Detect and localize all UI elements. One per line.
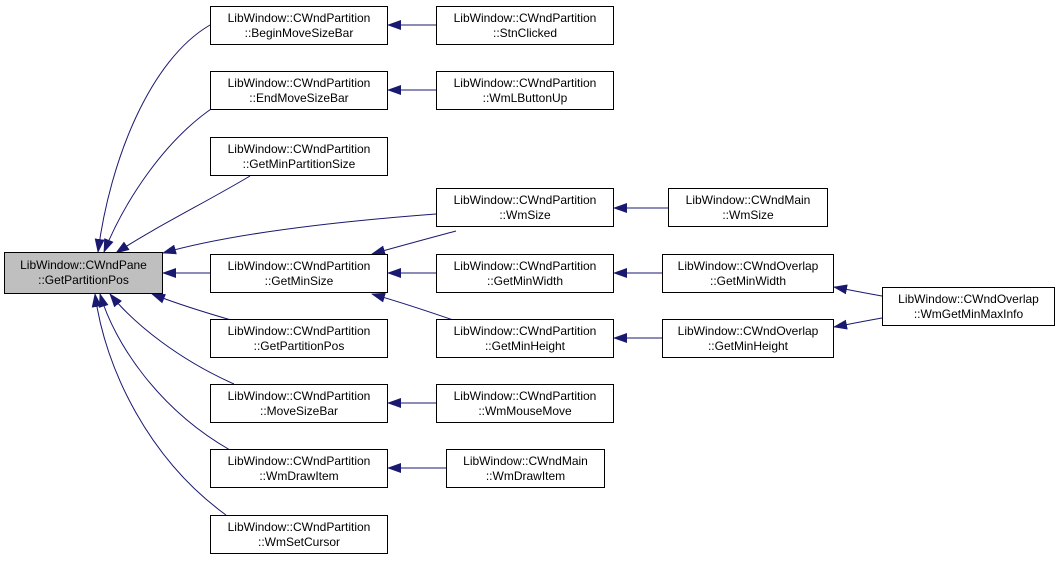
edge-move-size-bar-to-root: [109, 293, 235, 385]
edge-partition-get-min-height-to-get-min-size: [371, 292, 457, 322]
node-get-min-size[interactable]: LibWindow::CWndPartition ::GetMinSize: [210, 254, 388, 293]
node-get-min-partition-size[interactable]: LibWindow::CWndPartition ::GetMinPartiti…: [210, 137, 388, 176]
node-label-class: LibWindow::CWndPartition: [227, 388, 371, 403]
node-move-size-bar[interactable]: LibWindow::CWndPartition ::MoveSizeBar: [210, 384, 388, 423]
node-label-class: LibWindow::CWndPartition: [227, 10, 371, 25]
edge-end-move-size-bar-to-root: [103, 106, 215, 253]
node-label-method: ::GetMinHeight: [707, 338, 789, 353]
node-wm-mouse-move[interactable]: LibWindow::CWndPartition ::WmMouseMove: [436, 384, 614, 423]
node-label-class: LibWindow::CWndOverlap: [677, 258, 819, 273]
node-label-class: LibWindow::CWndPartition: [227, 141, 371, 156]
node-label-class: LibWindow::CWndMain: [463, 453, 588, 468]
node-label-method: ::WmGetMinMaxInfo: [913, 306, 1024, 321]
node-label-class: LibWindow::CWndPartition: [453, 192, 597, 207]
node-label-class: LibWindow::CWndPartition: [227, 519, 371, 534]
node-label-method: ::BeginMoveSizeBar: [244, 25, 354, 40]
node-label-method: ::GetPartitionPos: [38, 273, 129, 287]
node-end-move-size-bar[interactable]: LibWindow::CWndPartition ::EndMoveSizeBa…: [210, 71, 388, 110]
node-partition-get-min-height[interactable]: LibWindow::CWndPartition ::GetMinHeight: [436, 319, 614, 358]
edge-wm-set-cursor-to-root: [91, 293, 227, 516]
edge-partition-wm-draw-item-to-root: [98, 293, 231, 451]
edge-wm-get-min-max-info-to-overlap-get-min-width: [833, 284, 883, 297]
edge-wm-get-min-max-info-to-overlap-get-min-height: [833, 317, 883, 330]
node-begin-move-size-bar[interactable]: LibWindow::CWndPartition ::BeginMoveSize…: [210, 6, 388, 45]
node-label-method: ::StnClicked: [492, 25, 558, 40]
edge-get-min-partition-size-to-root: [115, 175, 251, 254]
node-label-method: ::WmMouseMove: [478, 403, 572, 418]
node-label-class: LibWindow::CWndPartition: [453, 388, 597, 403]
node-label-class: LibWindow::CWndPartition: [227, 75, 371, 90]
node-partition-get-partition-pos[interactable]: LibWindow::CWndPartition ::GetPartitionP…: [210, 319, 388, 358]
node-label-class: LibWindow::CWndPartition: [227, 453, 371, 468]
node-label-method: ::WmDrawItem: [259, 468, 339, 483]
node-label-method: ::GetMinPartitionSize: [242, 156, 356, 171]
node-label-method: ::GetMinWidth: [486, 273, 564, 288]
edge-partition-get-partition-pos-to-root: [151, 293, 239, 323]
node-label-class: LibWindow::CWndPartition: [453, 75, 597, 90]
node-label-class: LibWindow::CWndOverlap: [898, 291, 1039, 306]
node-overlap-get-min-height[interactable]: LibWindow::CWndOverlap ::GetMinHeight: [662, 319, 834, 358]
node-label-class: LibWindow::CWndPartition: [453, 323, 597, 338]
node-label-method: ::GetMinWidth: [709, 273, 787, 288]
node-stn-clicked[interactable]: LibWindow::CWndPartition ::StnClicked: [436, 6, 614, 45]
node-root[interactable]: LibWindow::CWndPane ::GetPartitionPos: [4, 252, 163, 294]
node-overlap-wm-get-min-max-info[interactable]: LibWindow::CWndOverlap ::WmGetMinMaxInfo: [882, 287, 1055, 326]
node-label-method: ::WmDrawItem: [485, 468, 566, 483]
node-label-method: ::WmSetCursor: [257, 534, 340, 549]
node-label-method: ::EndMoveSizeBar: [249, 90, 349, 105]
node-overlap-get-min-width[interactable]: LibWindow::CWndOverlap ::GetMinWidth: [662, 254, 834, 293]
node-partition-get-min-width[interactable]: LibWindow::CWndPartition ::GetMinWidth: [436, 254, 614, 293]
node-label-method: ::GetPartitionPos: [253, 338, 345, 353]
node-partition-wm-size[interactable]: LibWindow::CWndPartition ::WmSize: [436, 188, 614, 227]
node-label-class: LibWindow::CWndPartition: [227, 258, 371, 273]
node-label-method: ::WmSize: [499, 207, 551, 222]
node-main-wm-size[interactable]: LibWindow::CWndMain ::WmSize: [668, 188, 828, 227]
node-label-class: LibWindow::CWndPartition: [453, 258, 597, 273]
node-label-method: ::GetMinSize: [264, 273, 334, 288]
node-label-method: ::WmLButtonUp: [482, 90, 568, 105]
edge-partition-wm-size-to-root: [162, 213, 437, 255]
node-label-method: ::MoveSizeBar: [259, 403, 339, 418]
node-label-method: ::WmSize: [722, 207, 774, 222]
edge-partition-wm-size-to-get-min-size: [371, 230, 457, 256]
node-main-wm-draw-item[interactable]: LibWindow::CWndMain ::WmDrawItem: [446, 449, 605, 488]
node-label-class: LibWindow::CWndOverlap: [677, 323, 819, 338]
node-wm-set-cursor[interactable]: LibWindow::CWndPartition ::WmSetCursor: [210, 515, 388, 554]
node-label-class: LibWindow::CWndPartition: [227, 323, 371, 338]
node-label-class: LibWindow::CWndPane: [20, 258, 147, 272]
node-label-class: LibWindow::CWndMain: [685, 192, 811, 207]
edge-begin-move-size-bar-to-root: [94, 24, 211, 253]
node-wm-lbutton-up[interactable]: LibWindow::CWndPartition ::WmLButtonUp: [436, 71, 614, 110]
node-label-method: ::GetMinHeight: [484, 338, 566, 353]
node-label-class: LibWindow::CWndPartition: [453, 10, 597, 25]
node-partition-wm-draw-item[interactable]: LibWindow::CWndPartition ::WmDrawItem: [210, 449, 388, 488]
